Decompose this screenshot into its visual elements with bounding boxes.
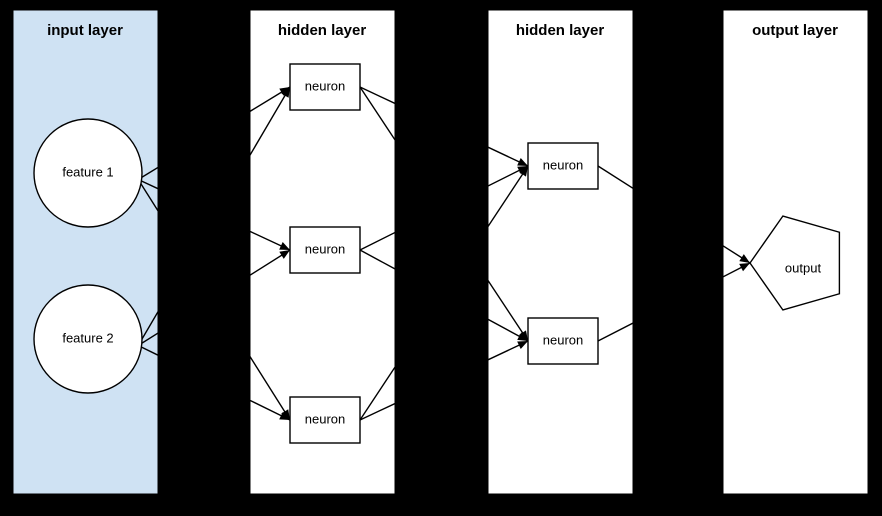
layer-title-hidden-layer-1: hidden layer: [278, 22, 367, 39]
node-label-hidden-1-neuron-1: neuron: [305, 78, 345, 93]
layer-title-input-layer: input layer: [47, 22, 123, 39]
node-hidden-2-neuron-1[interactable]: neuron: [527, 142, 599, 190]
node-feature-1[interactable]: feature 1: [33, 118, 143, 228]
arrow-head-icon: [517, 332, 528, 341]
edge-segment-target: [488, 146, 529, 167]
edge-segment-source: [359, 249, 395, 270]
edge-segment-source: [359, 231, 395, 251]
edge-segment-target: [250, 355, 291, 421]
node-label-output-node: output: [785, 260, 822, 275]
edge-segment-target: [488, 318, 529, 342]
edge-segment-source: [359, 365, 395, 421]
edge-segment-source: [359, 86, 395, 105]
arrow-head-icon: [279, 241, 290, 250]
node-circle-shape: [33, 284, 143, 394]
layer-background-input-layer: [12, 9, 159, 495]
arrow-head-icon: [279, 250, 290, 259]
edge-segment-target: [723, 262, 751, 278]
node-label-feature-1: feature 1: [62, 164, 113, 179]
node-label-hidden-1-neuron-2: neuron: [305, 241, 345, 256]
edge-segment-target: [250, 86, 291, 157]
node-feature-2[interactable]: feature 2: [33, 284, 143, 394]
arrow-head-icon: [517, 157, 528, 166]
layer-title-output-layer: output layer: [752, 22, 838, 39]
node-rect-shape: [289, 226, 361, 274]
edge-segment-target: [250, 249, 291, 276]
node-label-hidden-2-neuron-2: neuron: [543, 332, 583, 347]
node-label-hidden-2-neuron-1: neuron: [543, 157, 583, 172]
edge-segment-target: [250, 230, 291, 251]
layer-title-hidden-layer-2: hidden layer: [516, 22, 605, 39]
node-hidden-1-neuron-1[interactable]: neuron: [289, 63, 361, 111]
edge-segment-source: [359, 402, 395, 421]
layer-background-hidden-layer-2: [487, 9, 634, 495]
arrow-head-icon: [739, 263, 750, 272]
connection-edges: [137, 86, 751, 421]
node-circle-shape: [33, 118, 143, 228]
layer-titles: input layer hidden layer hidden layer outpu…: [47, 22, 838, 39]
edge-segment-source: [359, 86, 395, 142]
node-label-hidden-1-neuron-3: neuron: [305, 411, 345, 426]
edge-segment-target: [488, 340, 529, 361]
edge-segment-source: [597, 322, 633, 342]
node-pentagon-shape: [749, 215, 841, 311]
node-hidden-1-neuron-3[interactable]: neuron: [289, 396, 361, 444]
layer-nodes: feature 1 feature 2 neuron neuron neuron neur…: [33, 63, 841, 444]
node-label-feature-2: feature 2: [62, 330, 113, 345]
arrow-head-icon: [279, 411, 290, 420]
layer-boxes: [12, 9, 869, 495]
node-rect-shape: [289, 396, 361, 444]
arrow-head-icon: [739, 254, 750, 263]
arrow-head-icon: [281, 87, 290, 98]
edge-segment-source: [597, 165, 633, 190]
arrow-head-icon: [518, 166, 528, 177]
edge-segment-target: [250, 399, 291, 421]
node-hidden-2-neuron-2[interactable]: neuron: [527, 317, 599, 365]
arrow-head-icon: [517, 341, 528, 350]
node-output-node[interactable]: output: [749, 215, 841, 311]
node-rect-shape: [527, 142, 599, 190]
arrow-head-icon: [281, 409, 290, 420]
edge-segment-target: [488, 165, 529, 228]
node-rect-shape: [527, 317, 599, 365]
node-hidden-1-neuron-2[interactable]: neuron: [289, 226, 361, 274]
edge-segment-target: [723, 244, 751, 264]
node-rect-shape: [289, 63, 361, 111]
